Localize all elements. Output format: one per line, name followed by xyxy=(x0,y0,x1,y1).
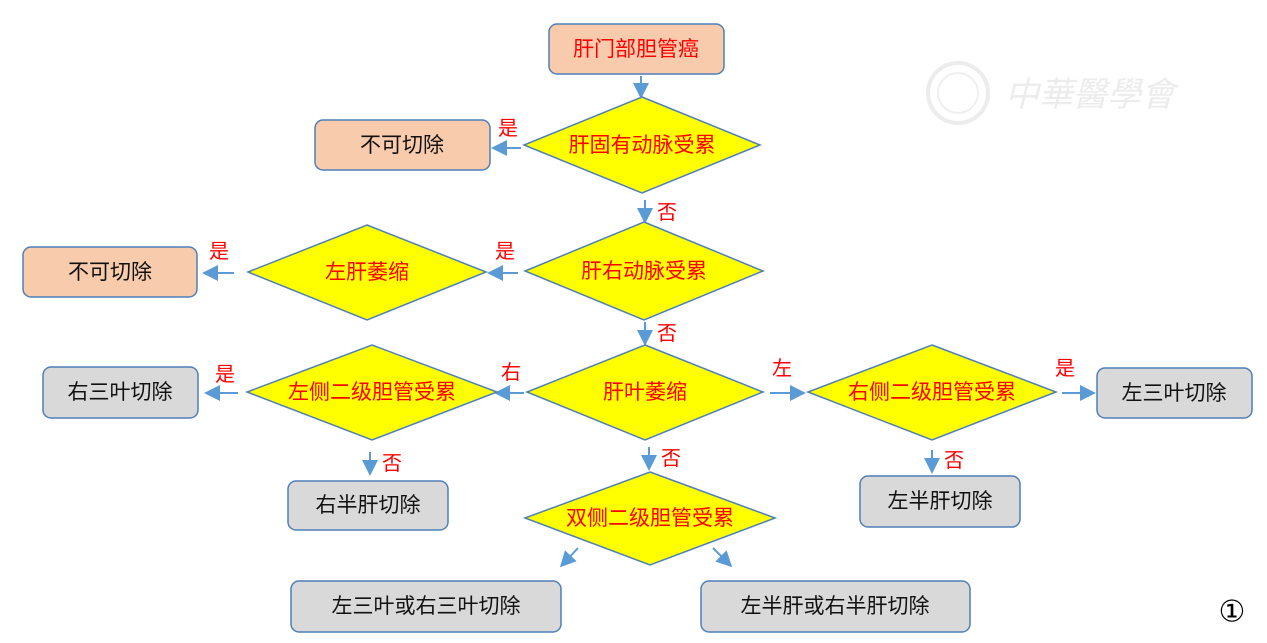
edge-label-yes: 是 xyxy=(495,239,515,263)
edge-label-yes: 是 xyxy=(1055,356,1075,380)
box-label: 左半肝或右半肝切除 xyxy=(741,594,930,618)
decision-label: 右侧二级胆管受累 xyxy=(848,380,1016,404)
edge-label-yes: 是 xyxy=(215,362,235,386)
left-hemi-box xyxy=(859,475,1021,528)
decision-label: 肝叶萎缩 xyxy=(603,380,687,404)
box-label: 右半肝切除 xyxy=(316,493,421,517)
edge-label-no: 否 xyxy=(944,448,964,472)
edge-label-right: 右 xyxy=(501,360,521,384)
decision-right-hepatic-artery xyxy=(523,221,765,321)
box-label: 左三叶切除 xyxy=(1122,381,1227,405)
decision-label: 肝右动脉受累 xyxy=(581,259,707,283)
decision-right-secondary xyxy=(805,344,1059,441)
decision-left-secondary xyxy=(244,344,500,441)
decision-label: 左侧二级胆管受累 xyxy=(288,380,456,404)
box-label: 右三叶切除 xyxy=(68,380,173,404)
box-label: 不可切除 xyxy=(360,133,444,157)
either-hemi-box xyxy=(700,580,971,633)
edge-label-yes: 是 xyxy=(209,239,229,263)
right-trisection-box xyxy=(42,366,199,419)
unresectable-box-2 xyxy=(22,246,198,298)
edge-label-no: 否 xyxy=(661,446,681,470)
watermark-text: 中華醫學會 xyxy=(1005,75,1180,115)
either-trisection-box xyxy=(290,580,562,633)
arrow xyxy=(712,547,733,568)
start-box xyxy=(548,23,725,75)
box-label: 不可切除 xyxy=(68,260,152,284)
edge-label-yes: 是 xyxy=(498,116,518,140)
edge-label-left: 左 xyxy=(772,356,792,380)
start-label: 肝门部胆管癌 xyxy=(573,37,699,61)
left-trisection-box xyxy=(1096,367,1253,419)
watermark-logo: 中華醫學會 xyxy=(926,61,1180,125)
decision-lobe-atrophy xyxy=(524,344,766,441)
right-hemi-box xyxy=(287,480,449,531)
decision-hepatic-artery xyxy=(522,96,762,194)
decision-bilateral xyxy=(522,471,778,566)
edge-label-no: 否 xyxy=(657,321,677,345)
arrow xyxy=(559,547,579,568)
decision-label: 双侧二级胆管受累 xyxy=(566,506,734,530)
edge-label-no: 否 xyxy=(657,200,677,224)
edge-label-no: 否 xyxy=(382,451,402,475)
figure-number: ① xyxy=(1219,595,1246,630)
box-label: 左三叶或右三叶切除 xyxy=(332,594,521,618)
decision-left-atrophy xyxy=(245,224,489,321)
decision-label: 肝固有动脉受累 xyxy=(569,133,716,157)
box-label: 左半肝切除 xyxy=(888,489,993,513)
unresectable-box-1 xyxy=(314,119,491,171)
decision-label: 左肝萎缩 xyxy=(325,260,409,284)
